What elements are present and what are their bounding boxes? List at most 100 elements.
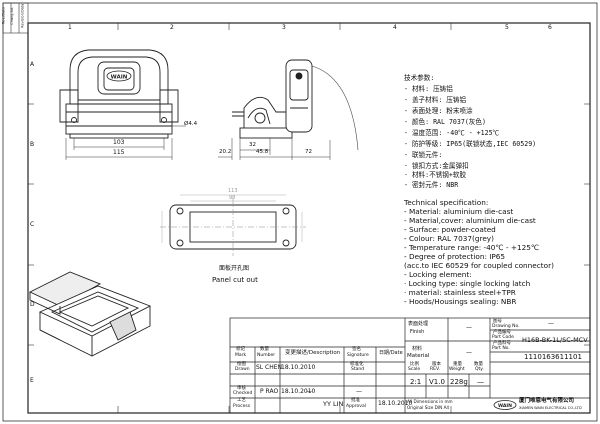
tb-finish-label-cn: 表面处理	[408, 321, 429, 327]
grid-ticks	[28, 23, 590, 413]
tb-drawn-date: 18.10.2010	[281, 364, 316, 371]
specs-cn-item: - 表面处理: 粉末喷涂	[404, 107, 473, 115]
row-label-d: D	[30, 301, 35, 308]
tb-approved-cn: 批准	[351, 398, 360, 403]
specs-en-item: - Temperature range: -40℃ - +125℃	[404, 243, 540, 252]
svg-text:WAIN: WAIN	[498, 403, 512, 409]
specs-cn-title: 技术参数:	[404, 74, 435, 82]
dim-panel-inner: 98	[229, 195, 236, 201]
tb-sheet-en: Stand	[351, 367, 365, 372]
tb-part-no-cn: 产品料号	[493, 341, 511, 346]
revision-label-2: Chang.lot.	[10, 6, 15, 25]
title-block-grid	[229, 317, 591, 414]
row-label-e: E	[30, 377, 34, 384]
revision-label-1: Rev./Data	[1, 7, 6, 25]
tb-drawing-no-cn: 图号	[493, 319, 502, 324]
specs-cn-item: - 温度范围: -40℃ - +125℃	[404, 129, 500, 137]
tb-scale-value: 2:1	[410, 378, 422, 386]
tb-finish-label-en: Finish	[410, 329, 425, 335]
specs-en-item: - Locking element:	[404, 270, 472, 279]
tb-sign-cn: 签名	[352, 347, 361, 352]
tb-drawing-no-en: Drawing No.	[492, 324, 520, 329]
tb-process-value: —	[306, 388, 312, 395]
tb-company-en: XIAMEN WAIN ELECTRICAL CO.,LTD	[519, 406, 582, 410]
tb-checked-cn: 审核	[237, 386, 246, 391]
tb-tolerance-note-2: Original Size DIN A4	[407, 405, 450, 410]
tb-scale-cn: 比例	[410, 362, 419, 367]
tb-finish-value: —	[466, 324, 472, 331]
tb-material-value: —	[466, 349, 472, 356]
tb-revision-cn: 版本	[432, 362, 441, 367]
tb-checked-en: Checked	[233, 391, 253, 396]
tb-change-header: 变更描述/Description	[285, 350, 341, 356]
tb-date-cn: 日期	[379, 350, 390, 356]
tb-part-no-en: Part No.	[492, 346, 510, 351]
tb-change-en: Description	[308, 350, 341, 356]
tb-mark-cn: 标记	[236, 347, 245, 352]
column-label-4: 4	[393, 24, 397, 31]
column-label-2: 2	[170, 24, 174, 31]
tb-part-code-value: H16B-BK-1L/SC-MCV	[522, 336, 588, 344]
tb-sheet-cn: 标准化	[350, 362, 364, 367]
tb-scale-en: Scale	[408, 367, 421, 372]
tb-process-cn: 工艺	[237, 398, 246, 403]
tb-company-cn: 厦门唯恩电气有限公司	[519, 398, 575, 404]
title-logo: WAIN	[493, 400, 517, 410]
tb-part-no-value: 1110163611101	[524, 353, 582, 361]
cover-swing-arc	[311, 65, 359, 151]
dim-side-c: 45.8	[256, 149, 269, 155]
tb-number-en: Number	[257, 353, 276, 358]
specs-cn-item: - 密封元件: NBR	[404, 181, 459, 189]
dim-side-a: 20.2	[219, 149, 232, 155]
tb-approval-value-dash: —	[356, 388, 362, 395]
specs-cn-item: - 材料: 压铸铝	[404, 85, 453, 93]
front-view	[59, 49, 179, 139]
dim-panel-outer: 113	[228, 188, 238, 194]
tb-change-cn: 变更描述	[285, 350, 308, 356]
dim-front-inner: 103	[113, 139, 125, 146]
row-label-a: A	[30, 61, 35, 68]
specs-en-item: · material: stainless steel+TPR	[404, 288, 516, 297]
dim-front-outer: 115	[113, 149, 125, 156]
tb-number-cn: 数量	[260, 347, 269, 352]
specs-en-title: Technical specification:	[404, 198, 489, 207]
tb-material-label-en: Material	[407, 353, 430, 359]
svg-text:WAIN: WAIN	[111, 75, 128, 81]
tb-approved-by-visible: YY LIN	[323, 400, 344, 408]
specs-en-item: - Material: aluminium die-cast	[404, 207, 514, 216]
specs-cn-item: - 颜色: RAL 7037(灰色)	[404, 118, 486, 126]
panel-cutout-view	[160, 198, 306, 256]
side-dimensions	[218, 138, 331, 160]
tb-approved-date: 18.10.2010	[378, 400, 413, 407]
specs-en-item: - Material,cover: aluminium die-cast	[404, 216, 536, 225]
panel-cutout-title-en: Panel cut out	[212, 276, 258, 284]
tb-weight-cn: 重量	[453, 362, 462, 367]
tb-qty-en: Qty.	[475, 367, 484, 372]
isometric-view	[28, 271, 152, 357]
column-label-5: 5	[505, 24, 509, 31]
tb-approved-en: Approval	[346, 404, 366, 409]
tb-mark-en: Mark	[235, 353, 247, 358]
tb-material-label-cn: 材料	[412, 346, 423, 352]
front-dimensions	[65, 125, 186, 160]
revision-label-3: Revision/Data	[20, 3, 25, 28]
revision-strip	[2, 2, 29, 34]
column-label-1: 1	[68, 24, 72, 31]
panel-cutout-title-cn: 面板开孔图	[219, 265, 250, 272]
tb-date-en: Date	[390, 350, 403, 356]
column-label-3: 3	[282, 24, 286, 31]
specs-cn-item: - 盖子材料: 压铸铝	[404, 96, 467, 104]
tb-date-header: 日期/Date	[379, 350, 403, 356]
specs-cn-item: - 防护等级: IP65(联锁状态,IEC 60529)	[404, 140, 537, 148]
specs-en-item: (acc.to IEC 60529 for coupled connector)	[404, 261, 554, 270]
specs-en-item: - Degree of protection: IP65	[404, 252, 506, 261]
dim-hole-dia: Ø4.4	[184, 121, 198, 127]
tb-drawn-by: SL CHEN	[256, 364, 283, 371]
specs-cn-item: · 材料:不锈钢+软胶	[404, 171, 467, 179]
row-label-b: B	[30, 141, 35, 148]
tb-checked-date: 18.10.2010	[281, 388, 316, 395]
tb-drawn-en: Drawn	[235, 367, 250, 372]
tb-drawing-no-value: —	[548, 320, 554, 327]
